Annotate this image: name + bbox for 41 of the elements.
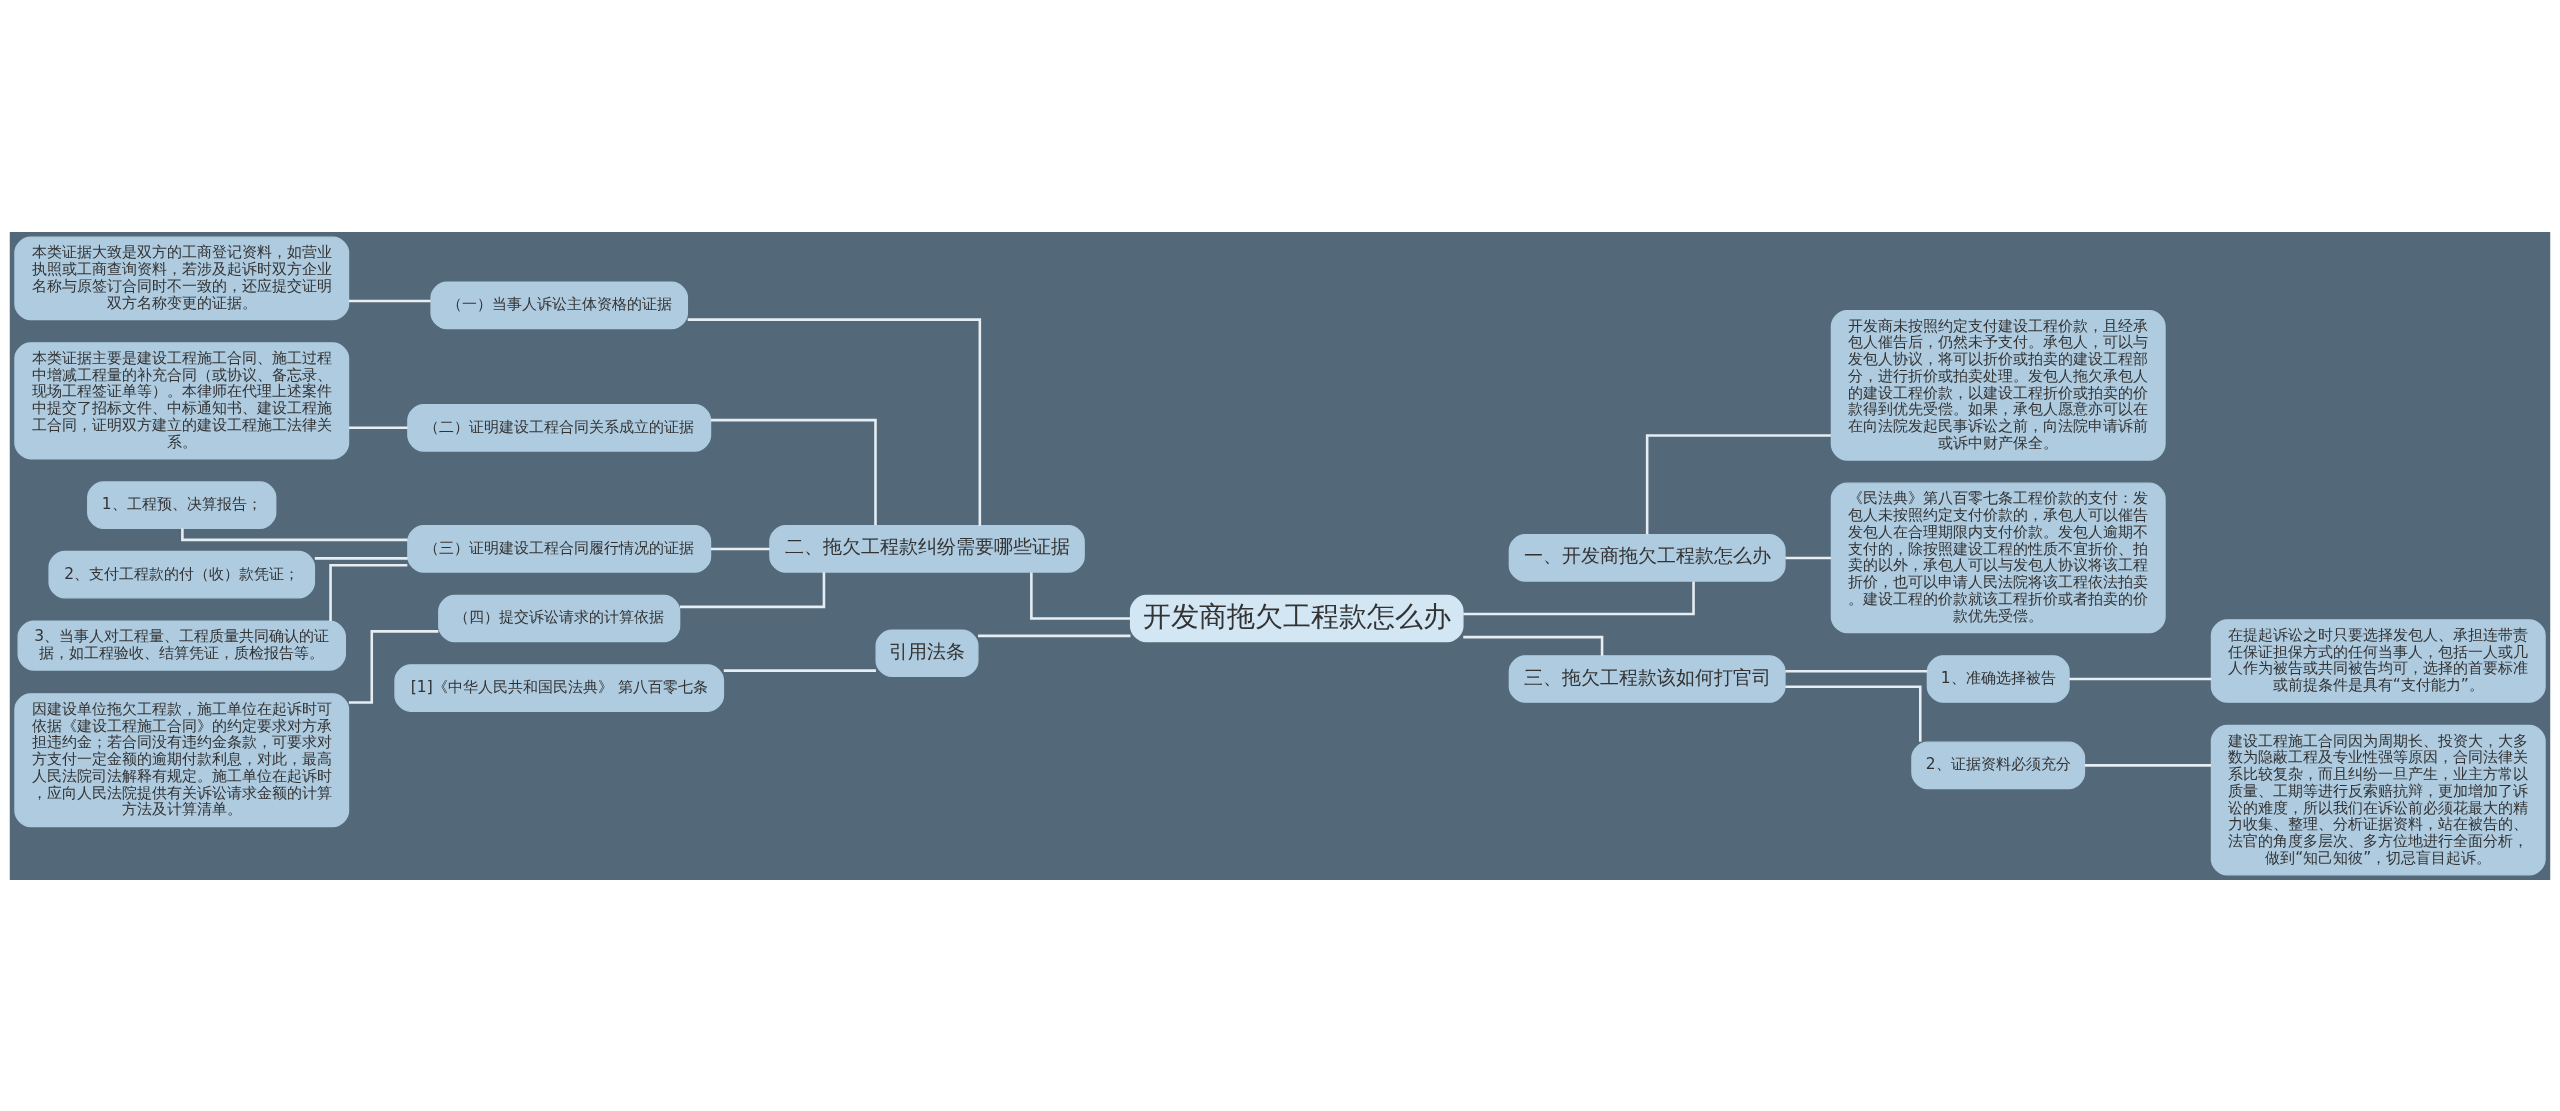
node-box: （三）证明建设工程合同履行情况的证据: [407, 524, 712, 573]
node-box: [1]《中华人民共和国民法典》 第八百零七条: [394, 663, 725, 712]
node-box: 2、支付工程款的付（收）款凭证；: [48, 550, 316, 598]
node-box: 1、准确选择被告: [1926, 654, 2070, 703]
connector: [1645, 433, 1831, 534]
node-box: 本类证据主要是建设工程施工合同、施工过程中增减工程量的补充合同（或协议、备忘录、现场工程签证单等）。本律师在代理上述案件中提交了招标文件、中标通知书、建设工程施工合同，证明双方建立的建设工程施工法律关系。: [14, 341, 350, 459]
connector: [1785, 556, 1831, 559]
connector: [1785, 669, 1928, 673]
connector: [348, 299, 431, 302]
node-box: （一）当事人诉讼主体资格的证据: [430, 281, 689, 329]
node-box: 一、开发商拖欠工程款怎么办: [1508, 533, 1786, 582]
node-box: 《民法典》第八百零七条工程价款的支付：发包人未按照约定支付价款的，承包人可以催告发包人在合理期限内支付价款。发包人逾期不支付的，除按照建设工程的性质不宜折价、拍卖的以外，承包人可以与发包人协议将该工程折价，也可以申请人民法院将该工程依法拍卖。建设工程的价款就该工程折价或者拍卖的价款优先受偿。: [1830, 482, 2166, 633]
node-box: 开发商未按照约定支付建设工程价款，且经承包人催告后，仍然未予支付。承包人，可以与发包人协议，将可以折价或拍卖的建设工程部分，进行折价或拍卖处理。发包人拖欠承包人的建设工程价款，以建设工程折价或拍卖的价款得到优先受偿。如果，承包人愿意亦可以在在向法院发起民事诉讼之前，向法院申请诉前或诉中财产保全。: [1830, 309, 2166, 461]
node-box: 建设工程施工合同因为周期长、投资大，大多数为隐蔽工程及专业性强等原因，合同法律关系比较复杂，而且纠纷一旦产生，业主方常以质量、工期等进行反索赔抗辩，更加增加了诉讼的难度，所以我们在诉讼前必须花最大的精力收集、整理、分析证据资料，站在被告的、法官的角度多层次、多方位地进行全面分析，做到“知己知彼”，切忌盲目起诉。: [2210, 724, 2546, 875]
node-box: 在提起诉讼之时只要选择发包人、承担连带责任保证担保方式的任何当事人，包括一人或几人作为被告或共同被告均可，选择的首要标准或前提条件是具有“支付能力”。: [2210, 618, 2546, 703]
node-box: 开发商拖欠工程款怎么办: [1129, 594, 1464, 642]
connector: [1463, 635, 1604, 656]
node-box: （二）证明建设工程合同关系成立的证据: [407, 403, 712, 452]
connector: [348, 629, 439, 704]
node-box: 引用法条: [875, 628, 979, 677]
node-box: （四）提交诉讼请求的计算依据: [438, 594, 681, 642]
connector: [687, 317, 982, 526]
connector: [723, 668, 876, 672]
connector: [329, 563, 408, 621]
connector: [1030, 571, 1131, 620]
node-box: 二、拖欠工程款纠纷需要哪些证据: [769, 524, 1085, 573]
node-box: 3、当事人对工程量、工程质量共同确认的证据，如工程验收、结算凭证，质检报告等。: [17, 619, 346, 671]
connector: [348, 426, 408, 429]
node-box: 1、工程预、决算报告；: [87, 480, 277, 529]
connector: [2069, 677, 2212, 680]
connector: [710, 418, 877, 525]
connector: [2084, 763, 2212, 767]
connector: [710, 547, 770, 550]
connector: [314, 556, 408, 560]
node-box: 三、拖欠工程款该如何打官司: [1508, 654, 1786, 703]
node-box: 2、证据资料必须充分: [1911, 741, 2086, 789]
connector: [1785, 684, 1922, 742]
node-box: 因建设单位拖欠工程款，施工单位在起诉时可依据《建设工程施工合同》的约定要求对方承担违约金；若合同没有违约金条款，可要求对方支付一定金额的逾期付款利息，对此，最高人民法院司法解释有规定。施工单位在起诉时，应向人民法院提供有关诉讼请求金额的计算方法及计算清单。: [14, 692, 350, 827]
connector: [978, 634, 1131, 637]
node-box: 本类证据大致是双方的工商登记资料，如营业执照或工商查询资料，若涉及起诉时双方企业名称与原签订合同时不一致的，还应提交证明双方名称变更的证据。: [14, 236, 350, 320]
connector: [181, 528, 408, 541]
